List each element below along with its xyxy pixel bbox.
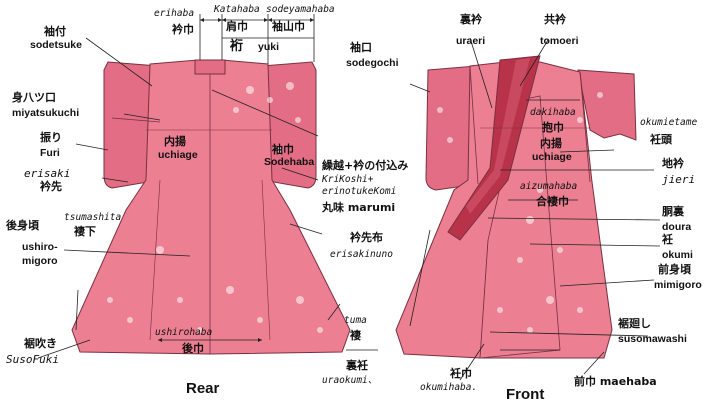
rear-body (71, 59, 351, 355)
rear-right-sleeve (261, 61, 317, 189)
label-mimigoro-jp: 前身頃 (658, 263, 691, 276)
label-uraokumi-jp: 裏衽 (346, 359, 368, 372)
label-okumi: okumi (662, 249, 693, 261)
label-erisaki-jp: 衿先 (40, 180, 62, 193)
label-maehaba: 前巾 maehaba (574, 375, 657, 388)
label-ushiromigoro-1: ushiro- (22, 241, 58, 253)
rear-left-sleeve (103, 61, 161, 189)
label-uchiage-front-jp: 内揚 (540, 137, 562, 150)
label-ushiromigoro-2: migoro (22, 255, 58, 267)
label-erisaki: erisaki (24, 167, 71, 180)
label-erihaba-jp: 衿巾 (172, 23, 194, 36)
label-sodetsuke-jp: 袖付 (44, 25, 66, 38)
label-okumihaba-jp: 衽巾 (450, 367, 472, 380)
label-sodeyamahaba: sodeyamahaba (266, 4, 335, 15)
label-sodegochi-jp: 袖口 (350, 41, 372, 54)
label-erisakinuno: erisakinuno (330, 249, 393, 260)
dimension-arrows (158, 18, 314, 342)
label-sodetsuke: sodetsuke (30, 39, 82, 51)
label-tsumashita-jp: 褄下 (74, 225, 96, 238)
label-uchiage-rear-jp: 内揚 (164, 135, 186, 148)
front-okumi-panel (479, 95, 561, 359)
label-mimigoro: mimigoro (654, 279, 702, 291)
label-ushirohaba-jp: 後巾 (182, 342, 204, 355)
label-okumietame-jp: 衽頭 (650, 133, 672, 146)
label-miyatsukuchi-jp: 身八ツ口 (12, 91, 56, 104)
front-collar-mid (466, 58, 530, 214)
label-uchiage-rear: uchiage (158, 149, 198, 161)
label-erihaba: erihaba (154, 8, 195, 19)
leader-lines (37, 14, 661, 381)
label-okumihaba: okumihaba. (420, 382, 478, 393)
label-erisakinuno-jp: 衿先布 (350, 231, 383, 244)
label-aizumahaba: aizumahaba (520, 181, 578, 192)
caption-rear: Rear (186, 380, 220, 397)
label-furi: Furi (40, 147, 60, 159)
label-tomoeri-jp: 共衿 (544, 13, 566, 26)
label-doura-jp: 胴裏 (662, 205, 684, 218)
label-ushirohaba: ushirohaba (155, 327, 213, 338)
rear-collar (194, 59, 226, 75)
label-sodeyamahaba-jp: 袖山巾 (272, 20, 305, 33)
label-susomawashi: susomawashi (618, 333, 687, 345)
label-uraokumi: uraokumi、 (322, 375, 378, 386)
label-jieri: jieri (662, 173, 696, 186)
label-marumi: 丸味 marumi (322, 201, 396, 214)
label-tsuma: tuma (344, 315, 367, 326)
label-jieri-jp: 地衿 (662, 157, 684, 170)
label-yuki: yuki (258, 41, 280, 53)
label-aizumahaba-jp: 合褄巾 (536, 195, 569, 208)
label-dakihaba: dakihaba (530, 107, 576, 118)
label-okumietame: okumietame (640, 117, 698, 128)
label-sodehaba-jp: 袖巾 (272, 143, 294, 156)
label-furi-jp: 振り (40, 131, 62, 144)
label-susomawashi-jp: 裾廻し (618, 317, 651, 330)
label-katahaba-jp: 肩巾 (226, 20, 248, 33)
label-tsumashita: tsumashita (64, 212, 122, 223)
caption-front: Front (506, 386, 545, 403)
label-sodehaba: Sodehaba (264, 156, 315, 168)
label-sodegochi: sodegochi (346, 57, 399, 69)
label-ushiromigoro-jp: 後身頃 (6, 219, 39, 232)
rear-kimono (71, 59, 351, 355)
label-uchiage-front: uchiage (532, 151, 572, 163)
label-katahaba: Katahaba (214, 4, 260, 15)
label-tsuma-jp: 褄 (350, 329, 361, 342)
label-yuki-jp: 裄 (230, 39, 244, 54)
label-miyatsukuchi: miyatsukuchi (12, 107, 80, 119)
label-tomoeri: tomoeri (540, 35, 579, 47)
label-kurikoshi-1: KriKoshi+ (322, 174, 374, 185)
front-kimono (395, 55, 637, 359)
front-right-sleeve (577, 69, 637, 141)
label-kurikoshi-jp: 繰越+衿の付込み (322, 159, 409, 172)
label-kurikoshi-2: erinotukeKomi (322, 186, 397, 197)
label-dakihaba-jp: 抱巾 (542, 121, 564, 134)
label-susofuki: SusoFuki (6, 353, 59, 366)
label-uraeri-jp: 裏衿 (460, 13, 482, 26)
label-susofuki-jp: 裾吹き (24, 337, 57, 350)
label-uraeri: uraeri (456, 35, 486, 47)
label-doura: doura (662, 221, 692, 233)
label-okumi-jp: 衽 (662, 233, 673, 246)
